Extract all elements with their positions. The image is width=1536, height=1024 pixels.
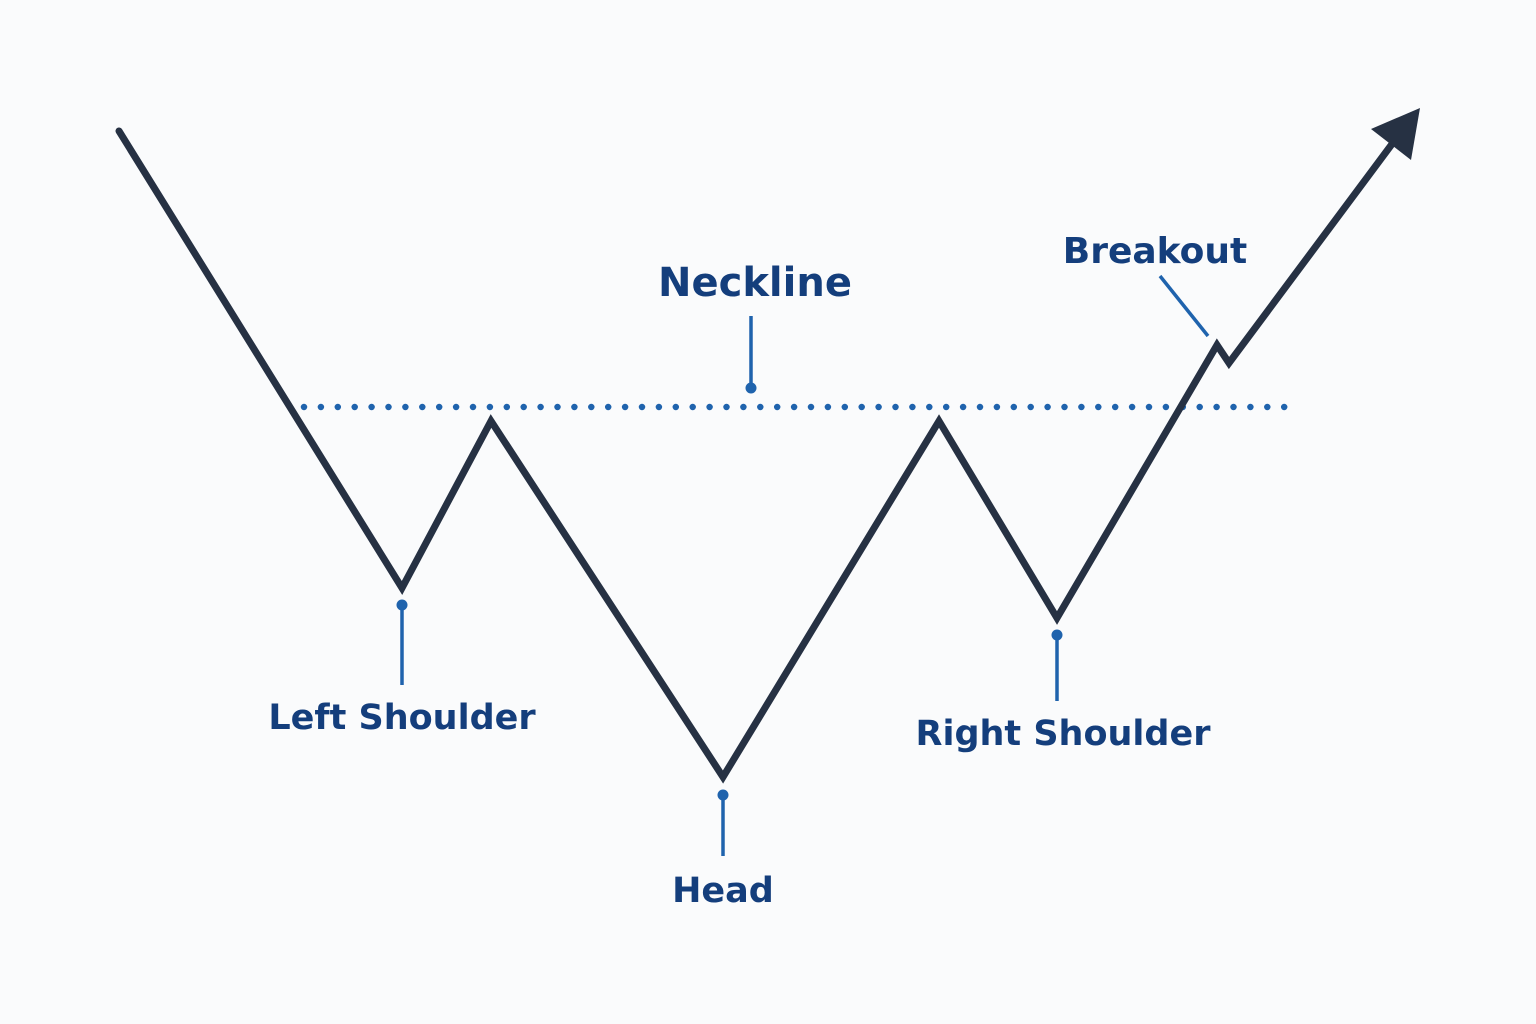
head-label: Head [672, 871, 774, 911]
right-shoulder-label: Right Shoulder [916, 714, 1212, 754]
arrow-up-right-icon [1371, 108, 1420, 160]
left-shoulder-label: Left Shoulder [268, 698, 536, 738]
right-shoulder-leader-dot [1051, 629, 1063, 641]
breakout-label: Breakout [1063, 231, 1247, 272]
left-shoulder-leader-dot [396, 599, 408, 611]
breakout-leader-line [1158, 274, 1210, 338]
head-leader-dot [717, 789, 729, 801]
price-path-line [115, 127, 1399, 784]
neckline-label: Neckline [658, 260, 852, 306]
neckline-leader-dot [745, 382, 757, 394]
